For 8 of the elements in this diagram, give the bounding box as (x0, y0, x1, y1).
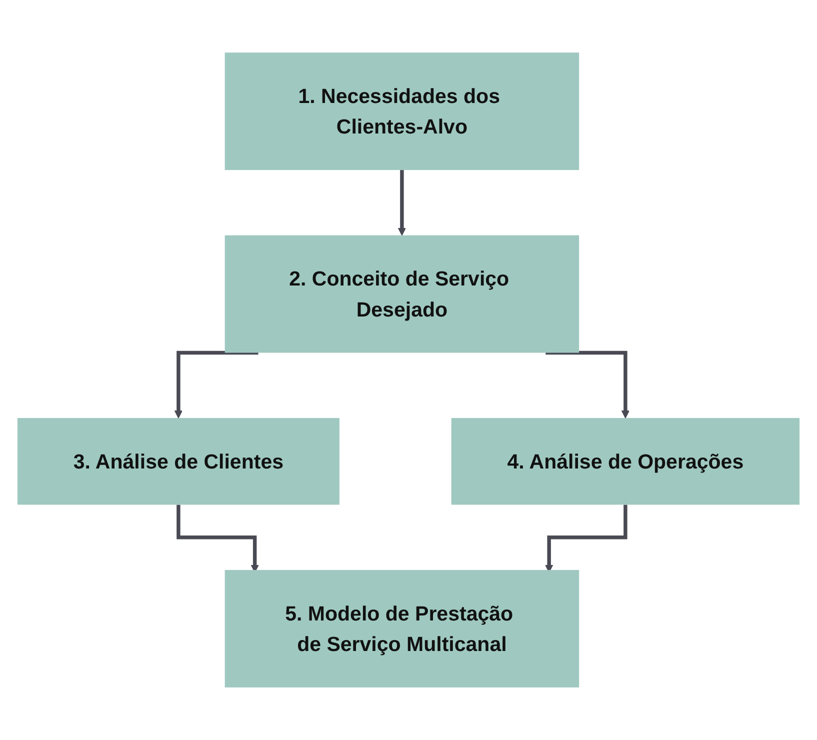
arrow (398, 168, 406, 236)
node-box: 4. Análise de Operações (451, 418, 800, 505)
node-box: 5. Modelo de Prestação de Serviço Multicanal (224, 570, 580, 688)
arrow (546, 350, 630, 418)
node-box: 2. Conceito de Serviço Desejado (224, 235, 580, 353)
node-box: 3. Análise de Clientes (17, 418, 340, 505)
node-box: 1. Necessidades dos Clientes-Alvo (224, 52, 580, 170)
arrow (174, 350, 258, 418)
